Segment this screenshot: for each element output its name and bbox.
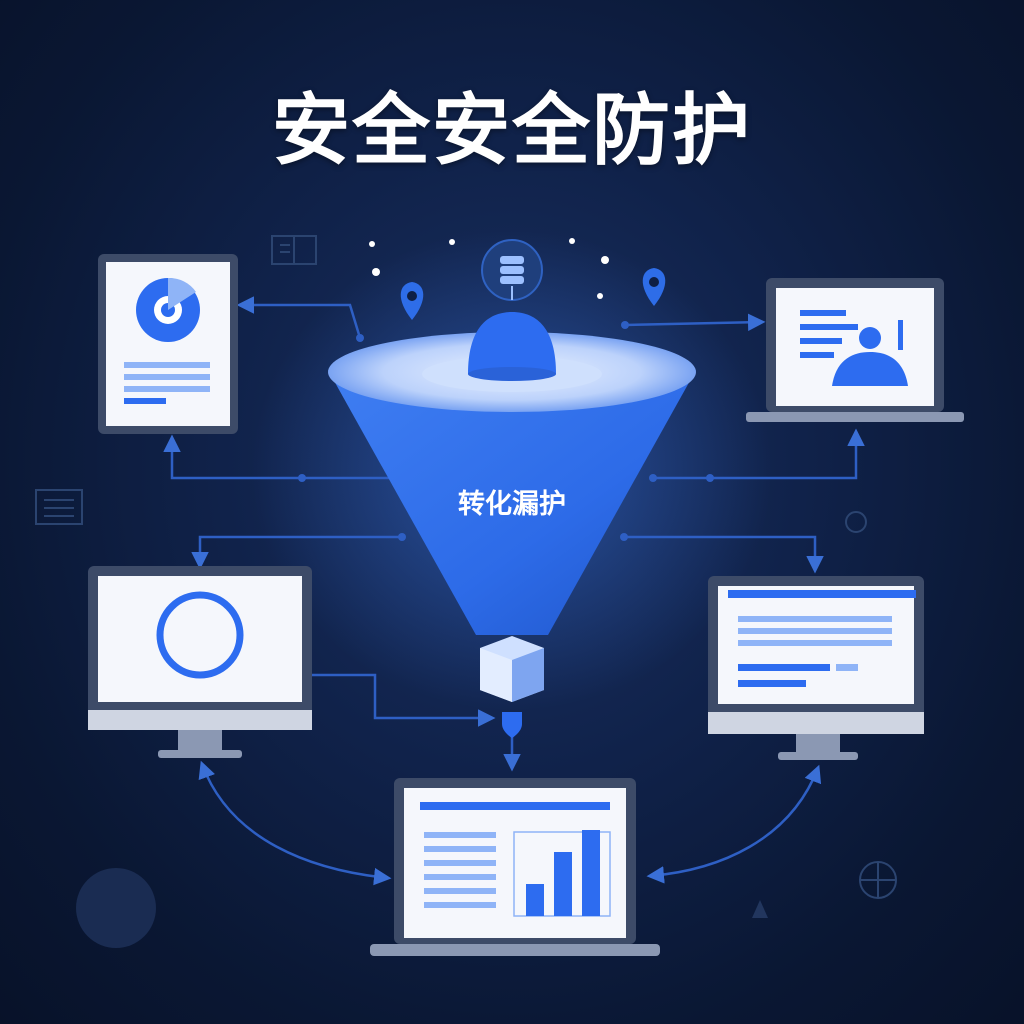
globe-icon [859, 861, 897, 899]
laptop-device [370, 778, 660, 956]
page-title: 安全安全防护 [271, 86, 752, 176]
location-pin-icon [400, 282, 424, 320]
cube-icon [480, 636, 544, 702]
shield-icon [502, 712, 522, 738]
server-icon [481, 239, 543, 301]
ring-chart-icon [156, 591, 244, 679]
user-icon [832, 327, 908, 386]
bar-chart-icon [513, 830, 611, 917]
background-circle [76, 868, 156, 948]
donut-chart-icon [136, 277, 200, 342]
particles [369, 238, 609, 299]
background-ring-icon [845, 511, 867, 533]
connector-lines [163, 296, 865, 886]
background-clipboard-icon [35, 489, 83, 525]
funnel-label: 转化漏护 [458, 489, 566, 520]
background-document-icon [271, 235, 317, 265]
monitor-device [708, 576, 924, 760]
background-triangle-icon [752, 900, 768, 918]
tablet-device [98, 254, 238, 434]
location-pin-icon [642, 268, 666, 306]
laptop-device [746, 278, 964, 422]
conversion-funnel [328, 312, 696, 635]
monitor-device [88, 566, 312, 758]
